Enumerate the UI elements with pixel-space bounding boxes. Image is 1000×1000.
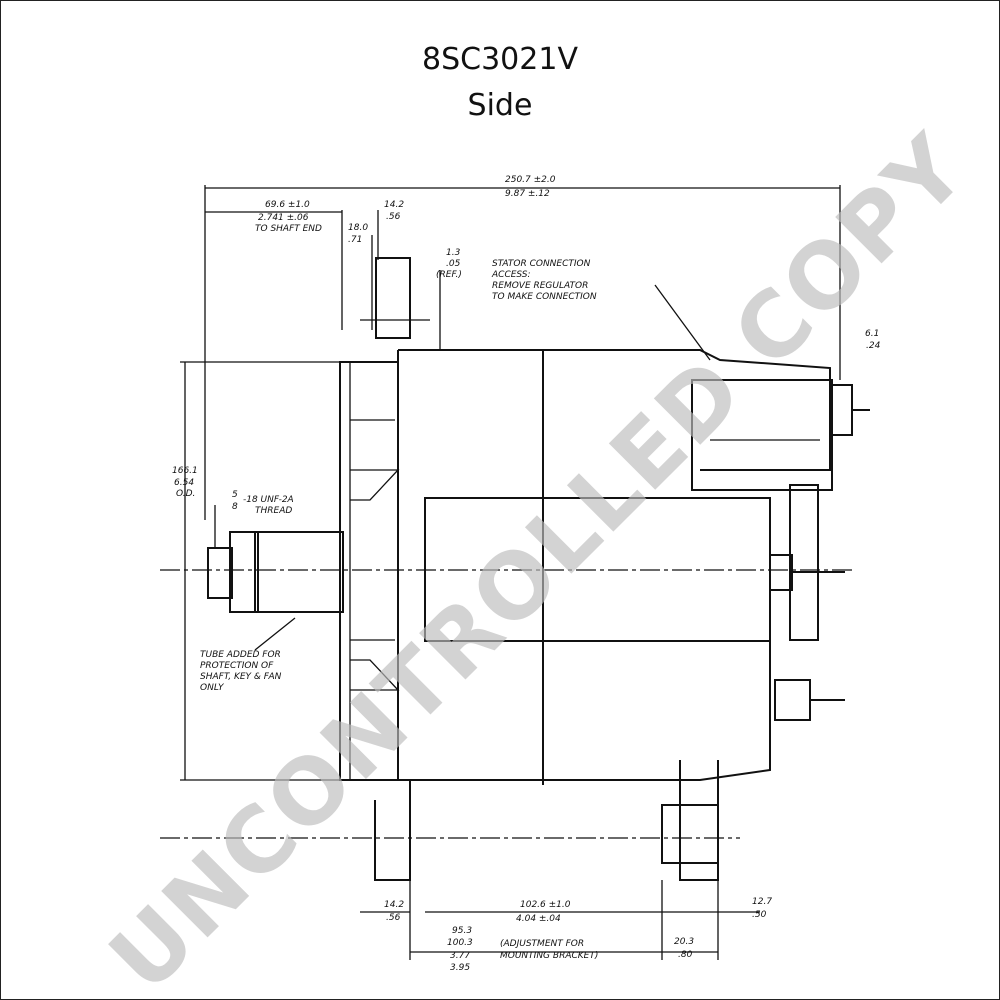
dim-mount-4: 3.95 (450, 963, 470, 973)
terminal-top (829, 384, 853, 436)
thread-fraction-bottom: 8 (232, 502, 238, 512)
dim-shaft-end-note: TO SHAFT END (255, 224, 322, 234)
mount-foot-front (374, 780, 411, 881)
dim-flange-width: 14.2 (384, 200, 404, 210)
stator-note-4: TO MAKE CONNECTION (492, 292, 597, 302)
dim-bracket-width: 20.3 (674, 937, 694, 947)
lower-housing (398, 640, 771, 781)
tube-leader (254, 617, 296, 651)
dim-shaft-end: 69.6 ±1.0 (265, 200, 310, 210)
shaft-nut (229, 531, 259, 613)
dim-bracket-span-in: 4.04 ±.04 (516, 914, 561, 924)
drawing-subtitle: Side (467, 88, 533, 123)
dim-thread-gap-in: .05 (446, 259, 461, 269)
dim-mount-2: 100.3 (447, 938, 473, 948)
rear-terminal-bracket (789, 484, 819, 641)
mount-bolt (661, 804, 719, 864)
watermark: UNCONTROLLED COPY (90, 115, 987, 1000)
shaft-tube (254, 531, 344, 613)
thread-spec-note: THREAD (255, 506, 292, 516)
dim-bottom-flange-in: .56 (386, 913, 401, 923)
mount-note-2: MOUNTING BRACKET) (500, 951, 598, 961)
stator-note-3: REMOVE REGULATOR (492, 281, 588, 291)
terminal-mid (769, 554, 793, 591)
dim-mount-1: 95.3 (452, 926, 472, 936)
dim-thread-gap-ref: (REF.) (436, 270, 462, 280)
dim-bracket-span: 102.6 ±1.0 (520, 900, 571, 910)
drawing-title: 8SC3021V (422, 42, 578, 77)
mount-note-1: (ADJUSTMENT FOR (500, 939, 584, 949)
dim-bottom-right-offset-in: .50 (752, 910, 767, 920)
dim-bottom-flange: 14.2 (384, 900, 404, 910)
tube-note-4: ONLY (200, 683, 225, 693)
dim-thread-gap: 1.3 (446, 248, 461, 258)
dim-bottom-right-offset: 12.7 (752, 897, 772, 907)
dim-mount-3: 3.77 (450, 951, 470, 961)
dim-body-diameter-note: O.D. (176, 489, 195, 499)
dim-body-diameter: 166.1 (172, 466, 198, 476)
stator-housing (398, 349, 831, 471)
dim-overall-length: 250.7 ±2.0 (505, 175, 556, 185)
dim-top-right-offset-in: .24 (866, 341, 881, 351)
dim-overall-length-in: 9.87 ±.12 (505, 189, 550, 199)
shaft-tip (207, 547, 233, 599)
dim-bracket-width-in: .80 (678, 950, 693, 960)
thread-fraction-top: 5 (232, 490, 238, 500)
thread-spec: -18 UNF-2A (243, 495, 294, 505)
terminal-low (774, 679, 811, 721)
tube-note-1: TUBE ADDED FOR (200, 650, 281, 660)
dim-body-diameter-in: 6.54 (174, 478, 194, 488)
dim-flange-width-in: .56 (386, 212, 401, 222)
stator-note-1: STATOR CONNECTION (492, 259, 591, 269)
tube-note-3: SHAFT, KEY & FAN (200, 672, 282, 682)
fan-blade-bottom (350, 639, 400, 691)
stator-leader (654, 284, 711, 361)
dim-pulley-gap: 18.0 (348, 223, 368, 233)
top-boss (375, 257, 411, 339)
dim-shaft-end-in: 2.741 ±.06 (258, 213, 309, 223)
tube-note-2: PROTECTION OF (200, 661, 274, 671)
fan-blade-top (350, 419, 400, 501)
dim-top-right-offset: 6.1 (865, 329, 879, 339)
dim-pulley-gap-in: .71 (348, 235, 362, 245)
stator-note-2: ACCESS: (491, 270, 531, 280)
